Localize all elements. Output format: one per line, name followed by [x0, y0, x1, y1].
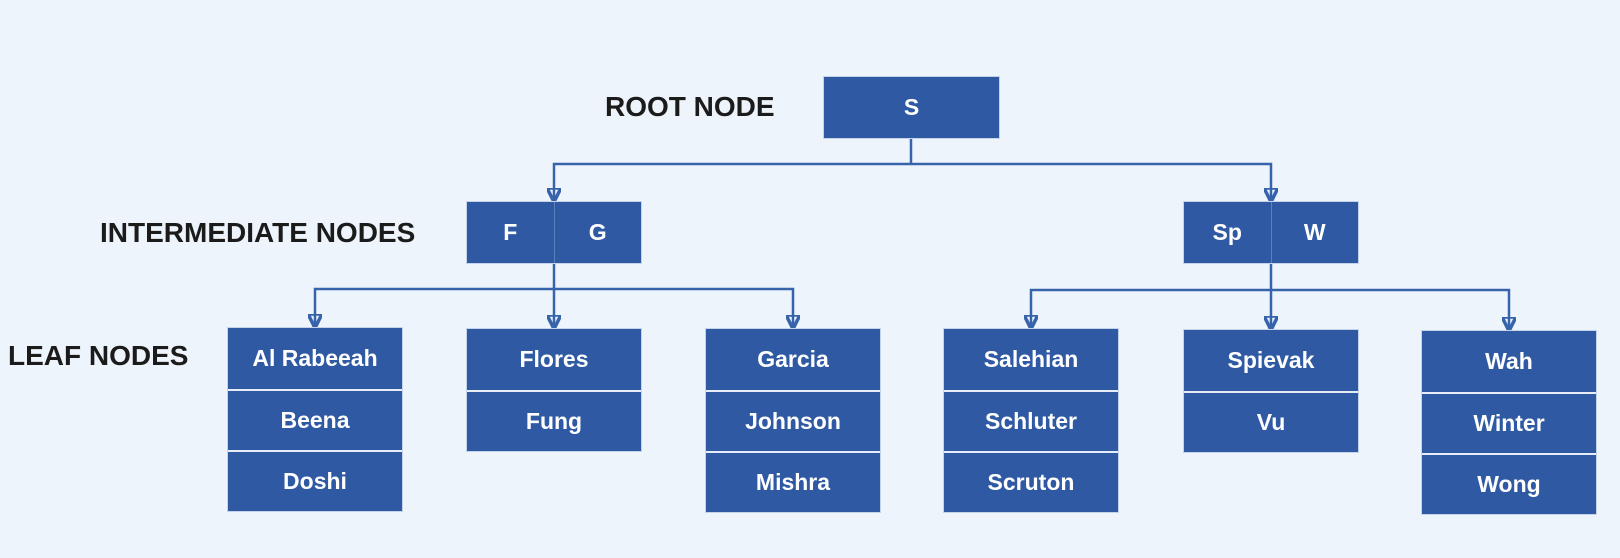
leaf-node-key: Johnson: [706, 390, 880, 451]
intermediate-node-left: F G: [467, 202, 641, 263]
leaf-node-key: Flores: [519, 346, 589, 372]
root-node: S: [824, 77, 999, 138]
leaf-node-key: Mishra: [706, 451, 880, 512]
intermediate-node-key: G: [553, 202, 642, 263]
leaf-node-key: Schluter: [944, 390, 1118, 451]
leaf-node-3: Garcia Johnson Mishra: [706, 329, 880, 512]
intermediate-node-keys: F G: [467, 202, 641, 263]
intermediate-node-right: Sp W: [1184, 202, 1358, 263]
leaf-node-4: Salehian Schluter Scruton: [944, 329, 1118, 512]
leaf-node-5: Spievak Vu: [1184, 330, 1358, 452]
intermediate-node-keys: Sp W: [1184, 202, 1358, 263]
leaf-node-key: Spievak: [1227, 347, 1315, 373]
leaf-level-label: LEAF NODES: [8, 340, 189, 371]
leaf-node-6: Wah Winter Wong: [1422, 331, 1596, 514]
leaf-node-key: Scruton: [944, 451, 1118, 512]
leaf-node-key: Garcia: [757, 346, 829, 372]
leaf-node-key: Beena: [228, 389, 402, 450]
leaf-node-key: Salehian: [983, 346, 1079, 372]
leaf-node-key: Doshi: [228, 450, 402, 511]
intermediate-node-key: F: [503, 219, 518, 245]
leaf-node-key: Winter: [1422, 392, 1596, 453]
connector-fg-to-leaf-1: [315, 287, 554, 328]
leaf-node-key: Fung: [467, 390, 641, 451]
connector-root-to-intermediate-right: [911, 162, 1271, 202]
intermediate-node-key: W: [1270, 202, 1359, 263]
root-level-label: ROOT NODE: [605, 91, 775, 122]
leaf-node-key: Wong: [1422, 453, 1596, 514]
root-node-key: S: [903, 94, 920, 120]
leaf-node-key: Wah: [1485, 348, 1533, 374]
connector-spw-to-leaf-6: [1271, 288, 1509, 331]
leaf-node-key: Vu: [1184, 391, 1358, 452]
connector-spw-to-leaf-4: [1031, 288, 1271, 329]
leaf-node-2: Flores Fung: [467, 329, 641, 451]
leaf-node-key: Al Rabeeah: [252, 345, 378, 371]
leaf-node-1: Al Rabeeah Beena Doshi: [228, 328, 402, 511]
intermediate-level-label: INTERMEDIATE NODES: [100, 217, 416, 248]
connector-fg-to-leaf-3: [554, 287, 793, 329]
intermediate-node-key: Sp: [1212, 219, 1242, 245]
connector-root-to-intermediate-left: [554, 162, 911, 202]
